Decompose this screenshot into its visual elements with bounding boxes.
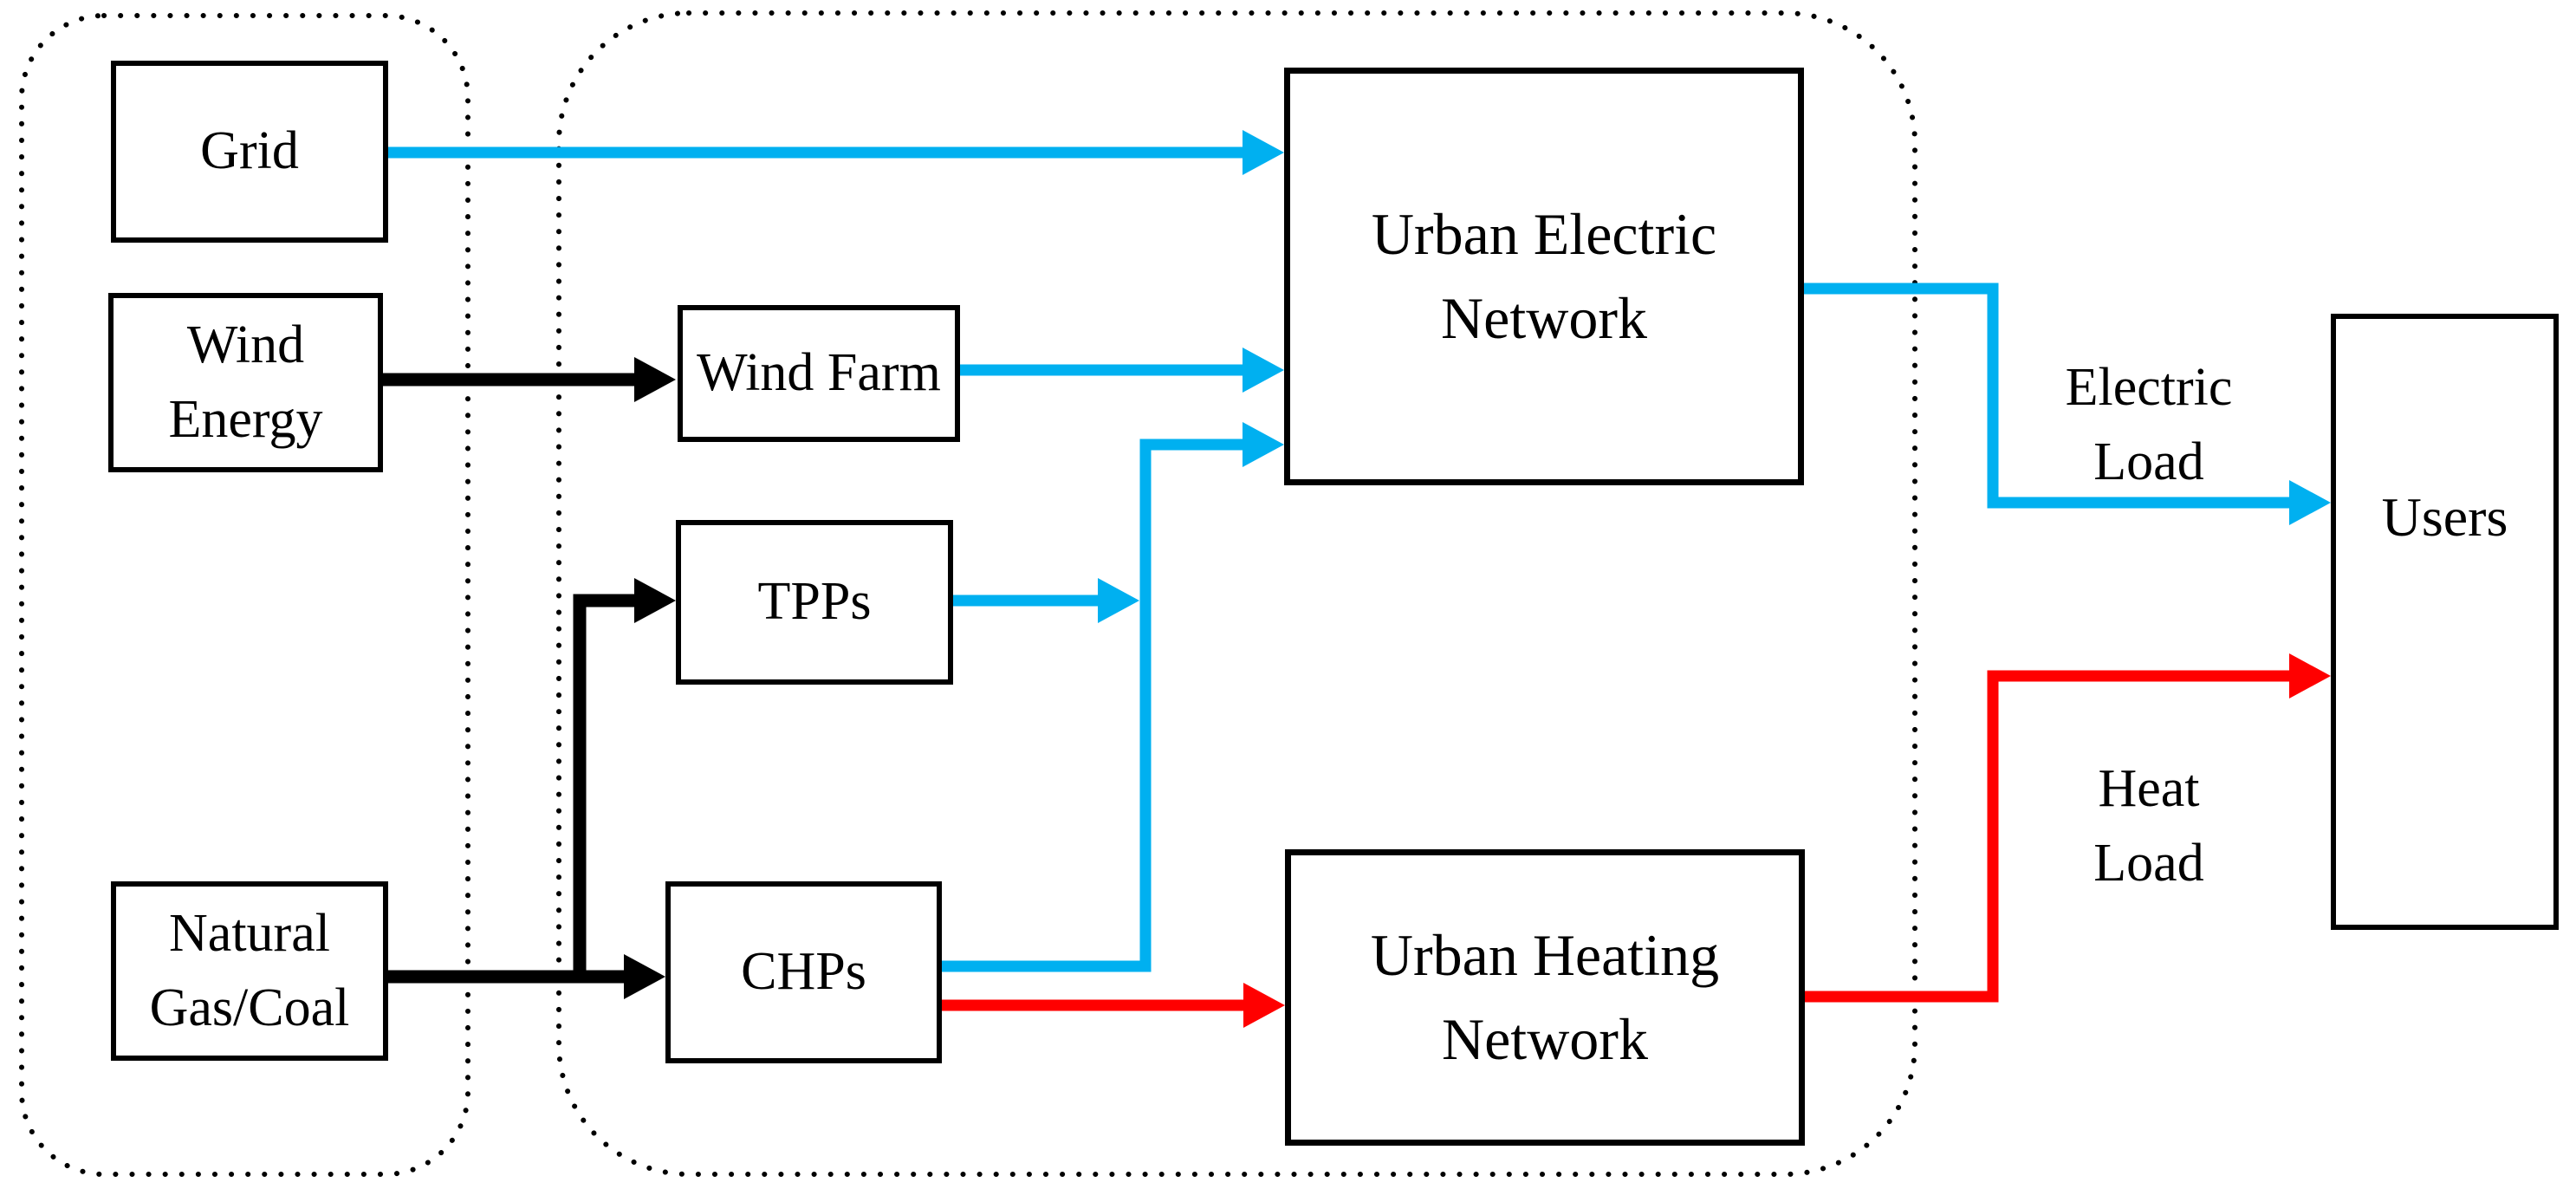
node-users-label: Users (2381, 486, 2508, 548)
heat-load-label: Heat Load (2093, 759, 2204, 893)
node-urban-heating-network-label: Urban Heating Network (1370, 922, 1720, 1072)
node-natural-gas-coal-label: Natural Gas/Coal (149, 903, 350, 1037)
node-wind-farm: Wind Farm (678, 305, 960, 442)
electric-load-label: Electric Load (2065, 358, 2233, 491)
node-grid: Grid (111, 61, 388, 243)
node-urban-electric-network-label: Urban Electric Network (1371, 201, 1717, 351)
node-natural-gas-coal: Natural Gas/Coal (111, 881, 388, 1061)
node-users: Users (2331, 314, 2559, 930)
uhn-to-users-line (1805, 670, 2289, 1003)
uen-to-users-arrowhead (2289, 480, 2331, 525)
chps-to-uhn-arrowhead (1243, 983, 1285, 1028)
node-urban-heating-network: Urban Heating Network (1285, 849, 1805, 1146)
chps-to-uen-line (942, 439, 1243, 972)
tpps-to-junction-arrowhead (1098, 578, 1139, 623)
wind-farm-to-uen-arrowhead (1243, 348, 1284, 393)
natural-gas-to-tpps-line (573, 594, 634, 983)
natural-gas-to-tpps-arrowhead (634, 578, 676, 623)
wind-energy-to-wind-farm-arrowhead (634, 357, 676, 402)
node-grid-label: Grid (200, 121, 299, 181)
node-tpps: TPPs (676, 520, 953, 685)
node-wind-energy: Wind Energy (108, 293, 383, 472)
node-chps-label: CHPs (741, 942, 866, 1002)
urban-energy-system-group-border (556, 10, 1917, 1177)
chps-to-uen-arrowhead (1243, 422, 1284, 467)
grid-to-uen-arrowhead (1243, 130, 1284, 175)
node-wind-farm-label: Wind Farm (697, 343, 941, 403)
node-tpps-label: TPPs (757, 572, 872, 632)
uhn-to-users-arrowhead (2289, 653, 2331, 698)
node-chps: CHPs (665, 881, 942, 1063)
node-urban-electric-network: Urban Electric Network (1284, 68, 1804, 485)
node-wind-energy-label: Wind Energy (168, 315, 323, 449)
uen-to-users-line (1804, 283, 2289, 509)
natural-gas-to-chps-arrowhead (624, 954, 665, 999)
